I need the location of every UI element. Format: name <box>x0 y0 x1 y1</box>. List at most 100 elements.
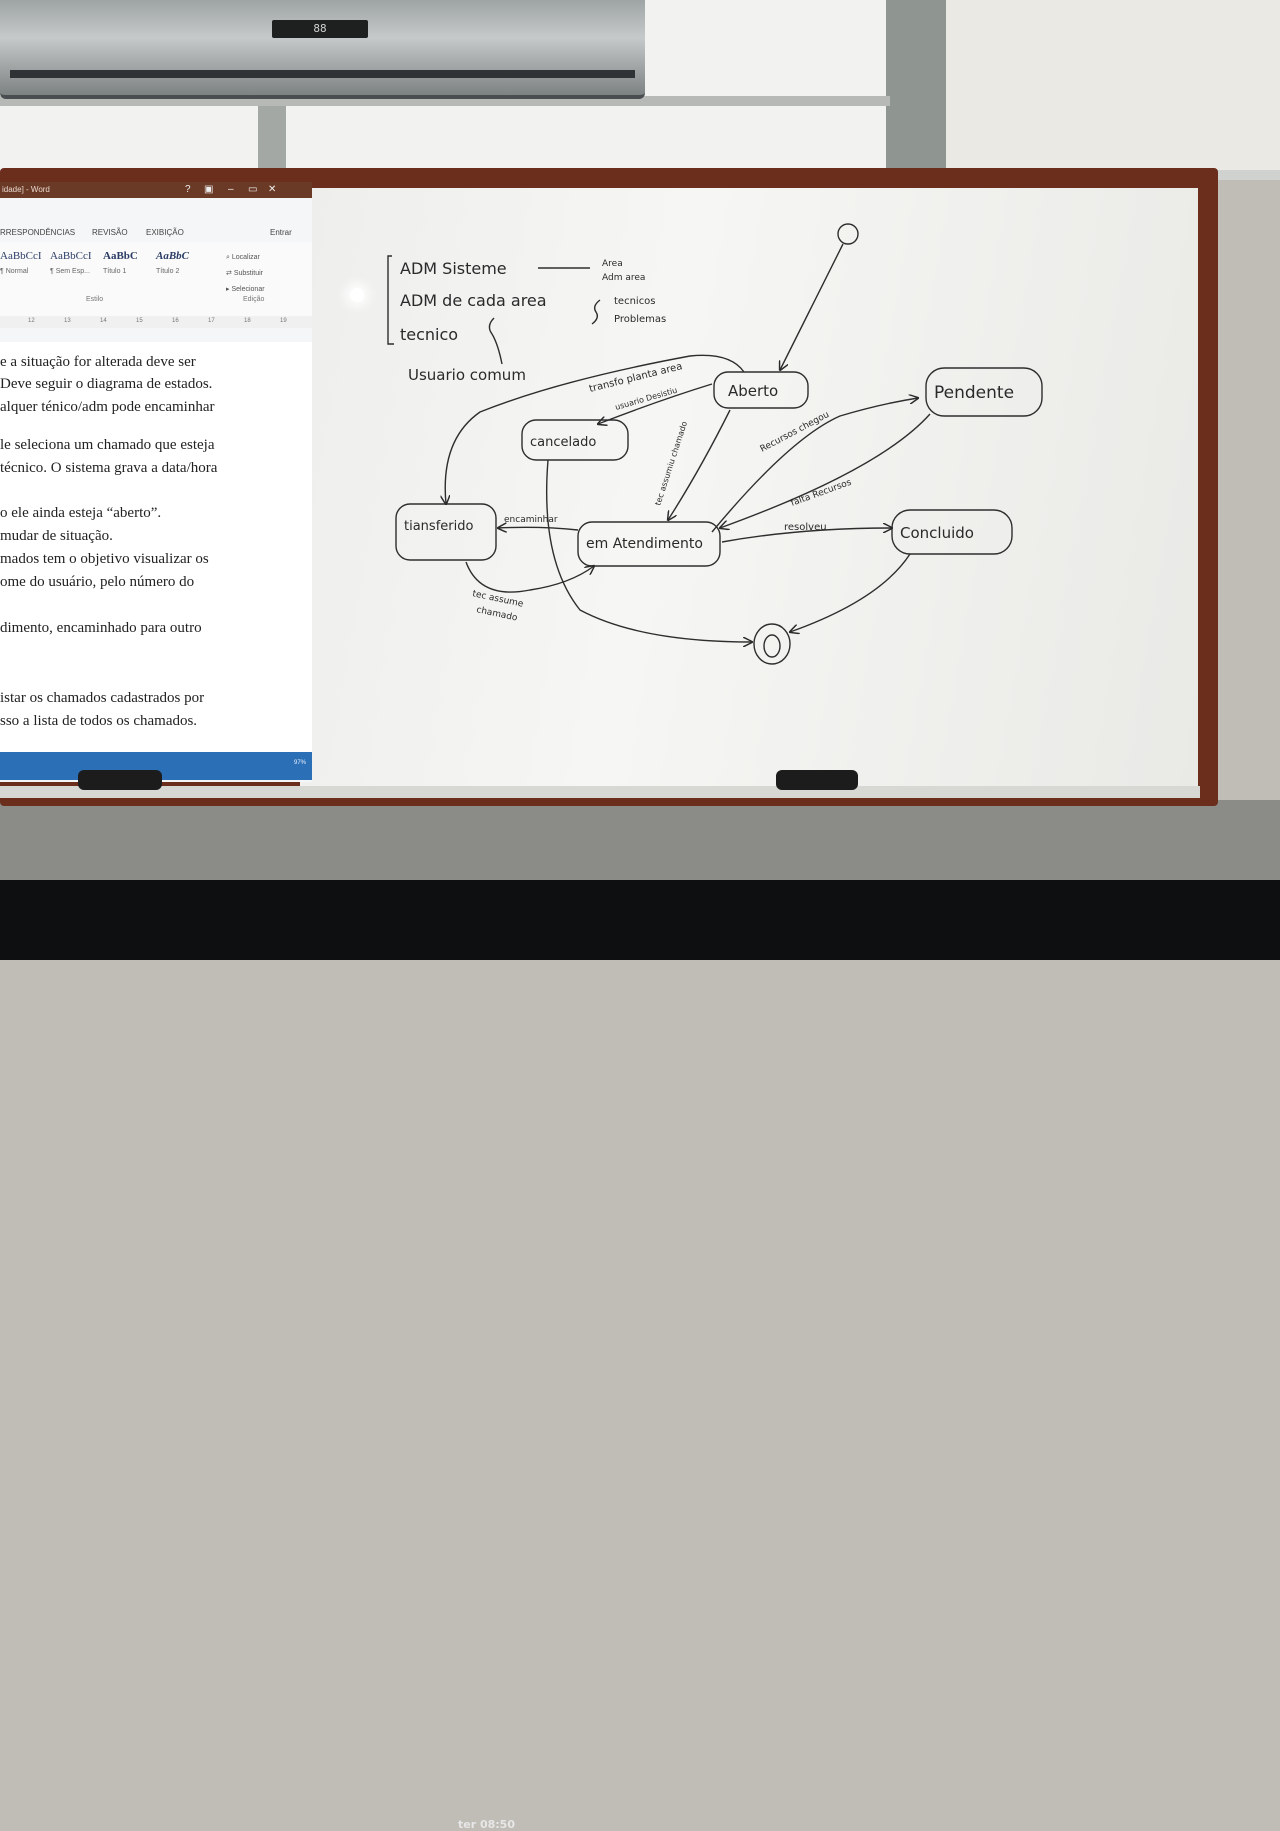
close-icon[interactable]: ✕ <box>268 184 277 195</box>
state-label-pendente: Pendente <box>934 383 1014 403</box>
window-pane-right <box>945 0 1280 170</box>
style-heading-1[interactable]: AaBbC Título 1 <box>103 250 153 288</box>
role-tecnico: tecnico <box>400 325 458 344</box>
ruler-number: 13 <box>64 318 71 324</box>
ac-vent <box>10 70 635 78</box>
final-state-inner <box>763 634 781 658</box>
style-sample: AaBbC <box>156 250 190 262</box>
document-line: istar os chamados cadastrados por <box>0 690 205 706</box>
state-label-cancelado: cancelado <box>530 435 596 450</box>
whiteboard-tray <box>0 786 1200 798</box>
zoom-level[interactable]: 97% <box>293 760 306 766</box>
window-frame-rail <box>0 96 890 106</box>
state-label-em-atendimento: em Atendimento <box>586 536 703 552</box>
ruler-number: 16 <box>172 318 179 324</box>
transition-atendimento-transferido <box>498 527 579 530</box>
find-icon: ⌕ <box>226 254 232 261</box>
transition-atendimento-concluido <box>721 528 892 543</box>
sign-in-link[interactable]: Entrar <box>270 228 292 237</box>
ruler-number: 12 <box>28 318 35 324</box>
final-state <box>753 623 791 665</box>
transition-label: encaminhar <box>504 515 558 525</box>
role-note: Area <box>602 259 623 269</box>
window-frame-pillar <box>886 0 946 170</box>
style-name: ¶ Normal <box>0 268 29 275</box>
style-sample: AaBbC <box>103 250 138 262</box>
transition-label: resolveu <box>784 522 827 533</box>
role-note: Adm area <box>602 273 645 283</box>
ruler: 12 13 14 15 16 17 18 19 <box>0 316 312 328</box>
transition-transferido-atendimento <box>465 561 594 593</box>
role-note: tecnicos <box>614 296 656 307</box>
document-line: Deve seguir o diagrama de estados. <box>0 376 213 392</box>
board-glare <box>350 288 364 302</box>
initial-state <box>837 223 859 245</box>
eraser-right <box>776 770 858 790</box>
transition-label: falta Recursos <box>790 478 854 509</box>
restore-icon[interactable]: ▭ <box>248 184 258 195</box>
clock: ter 08:50 <box>458 1818 515 1831</box>
state-pendente <box>925 367 1043 417</box>
style-heading-2[interactable]: AaBbC Título 2 <box>156 250 206 288</box>
role-usuario: Usuario comum <box>408 366 526 384</box>
transition-aberto-transferido <box>445 354 745 504</box>
state-em-atendimento <box>577 521 721 567</box>
replace-icon: ⇄ <box>226 270 234 277</box>
style-sample: AaBbCcI <box>50 250 92 262</box>
state-cancelado <box>521 419 629 461</box>
transition-concluido-final <box>790 553 911 632</box>
tab-exibicao[interactable]: EXIBIÇÃO <box>146 228 184 237</box>
ruler-number: 19 <box>280 318 287 324</box>
word-titlebar: idade] - Word ? ▣ – ▭ ✕ <box>0 182 312 198</box>
replace-label: Substituir <box>233 270 263 277</box>
select-button[interactable]: ▸ Selecionar <box>226 282 265 298</box>
role-adm-sistema: ADM Sisteme <box>400 259 507 278</box>
find-label: Localizar <box>231 254 260 261</box>
find-button[interactable]: ⌕ Localizar <box>226 250 265 266</box>
ruler-number: 15 <box>136 318 143 324</box>
whiteboard-surface <box>300 188 1198 788</box>
laptop-bezel: ter 08:50 <box>0 880 1280 1831</box>
help-icon[interactable]: ? <box>185 184 191 195</box>
word-title: idade] - Word <box>2 185 50 194</box>
document-line: ome do usuário, pelo número do <box>0 574 195 590</box>
style-name: ¶ Sem Esp... <box>50 268 90 275</box>
minimize-icon[interactable]: – <box>228 184 234 195</box>
air-conditioner: 88 <box>0 0 645 99</box>
replace-button[interactable]: ⇄ Substituir <box>226 266 265 282</box>
select-icon: ▸ <box>226 286 232 293</box>
style-name: Título 2 <box>156 268 180 275</box>
style-no-spacing[interactable]: AaBbCcI ¶ Sem Esp... <box>50 250 100 288</box>
tab-revisao[interactable]: REVISÃO <box>92 228 128 237</box>
document-page[interactable]: e a situação for alterada deve ser Deve … <box>0 342 312 762</box>
ribbon-options-icon[interactable]: ▣ <box>204 184 214 195</box>
transition-initial-aberto <box>780 243 844 370</box>
style-sample: AaBbCcI <box>0 250 42 262</box>
role-brace <box>591 299 601 325</box>
transition-pendente-atendimento <box>720 413 931 528</box>
select-label: Selecionar <box>231 286 265 293</box>
style-normal[interactable]: AaBbCcI ¶ Normal <box>0 250 50 288</box>
document-line: mados tem o objetivo visualizar os <box>0 551 209 567</box>
role-note: Problemas <box>614 314 666 325</box>
ac-display: 88 <box>272 20 368 38</box>
style-name: Título 1 <box>103 268 127 275</box>
document-line: e a situação for alterada deve ser <box>0 354 196 370</box>
tab-correspondencias[interactable]: RRESPONDÊNCIAS <box>0 228 76 237</box>
transition-atendimento-pendente <box>711 398 918 533</box>
state-aberto <box>713 371 809 409</box>
ruler-number: 14 <box>100 318 107 324</box>
projected-word-window: idade] - Word ? ▣ – ▭ ✕ RRESPONDÊNCIAS R… <box>0 182 312 782</box>
document-line: o ele ainda esteja “aberto”. <box>0 505 162 521</box>
state-label-concluido: Concluido <box>900 524 974 542</box>
eraser-left <box>78 770 162 790</box>
document-line: técnico. O sistema grava a data/hora <box>0 460 218 476</box>
transition-label: chamado <box>475 605 518 624</box>
state-label-aberto: Aberto <box>728 382 778 400</box>
state-label-transferido: tiansferido <box>404 519 473 534</box>
transition-aberto-atendimento <box>668 409 731 520</box>
role-adm-area: ADM de cada area <box>400 291 547 310</box>
document-line: sso a lista de todos os chamados. <box>0 713 198 729</box>
role-bracket <box>387 255 394 345</box>
group-label-estilo: Estilo <box>86 296 104 303</box>
